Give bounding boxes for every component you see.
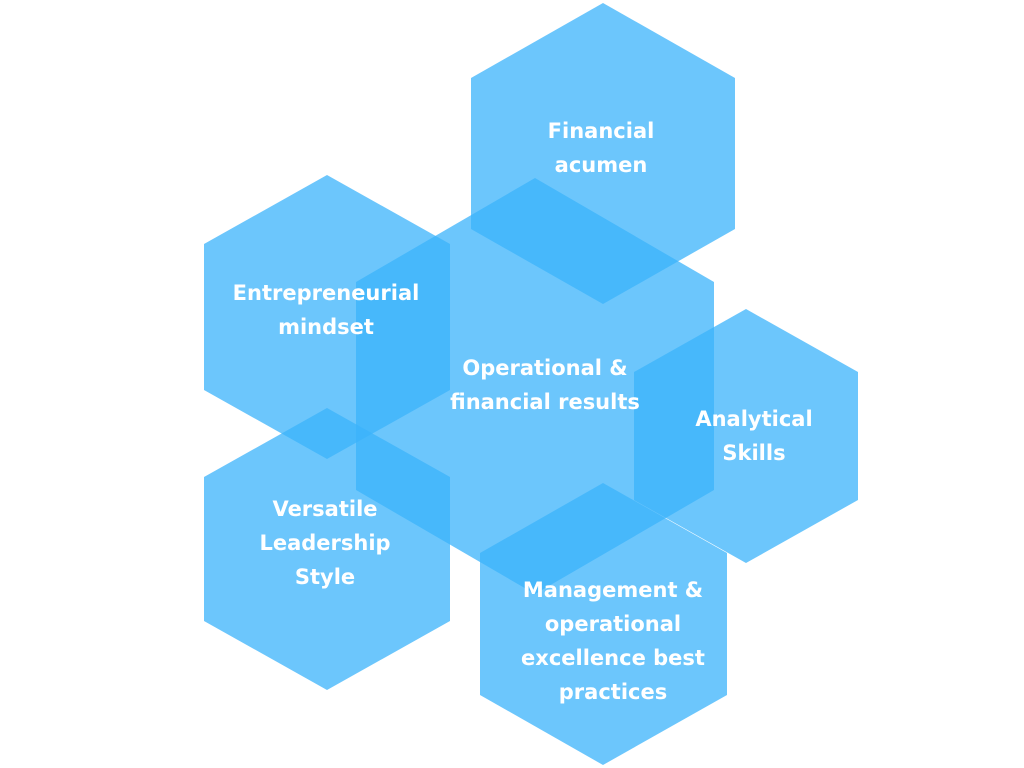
hexagon-financial-acumen (471, 3, 735, 304)
label-analytical-skills: Analytical Skills (695, 402, 812, 470)
hexagon-analytical-skills (634, 309, 858, 563)
label-line: financial results (450, 390, 640, 414)
label-line: Financial (547, 119, 655, 143)
label-line: Entrepreneurial (232, 281, 420, 305)
label-line: Versatile (272, 497, 378, 521)
label-management-operational-excellence: Management & operational excellence best… (521, 573, 705, 709)
label-line: Skills (722, 441, 786, 465)
label-operational-financial-results: Operational & financial results (450, 351, 640, 419)
label-line: Leadership (259, 531, 391, 555)
hexagon-entrepreneurial-mindset (204, 175, 450, 459)
label-line: practices (558, 680, 668, 704)
hexagon-management-operational-excellence (480, 483, 727, 765)
label-line: mindset (278, 315, 374, 339)
label-line: acumen (554, 153, 648, 177)
label-financial-acumen: Financial acumen (548, 114, 655, 182)
label-entrepreneurial-mindset: Entrepreneurial mindset (233, 276, 420, 344)
label-line: Analytical (695, 407, 813, 431)
label-line: excellence best (521, 646, 705, 670)
label-line: operational (544, 612, 682, 636)
label-line: Style (294, 565, 356, 589)
hexagon-versatile-leadership-style (204, 408, 450, 690)
label-line: Management & (522, 578, 704, 602)
label-versatile-leadership-style: Versatile Leadership Style (259, 492, 390, 594)
label-line: Operational & (462, 356, 628, 380)
